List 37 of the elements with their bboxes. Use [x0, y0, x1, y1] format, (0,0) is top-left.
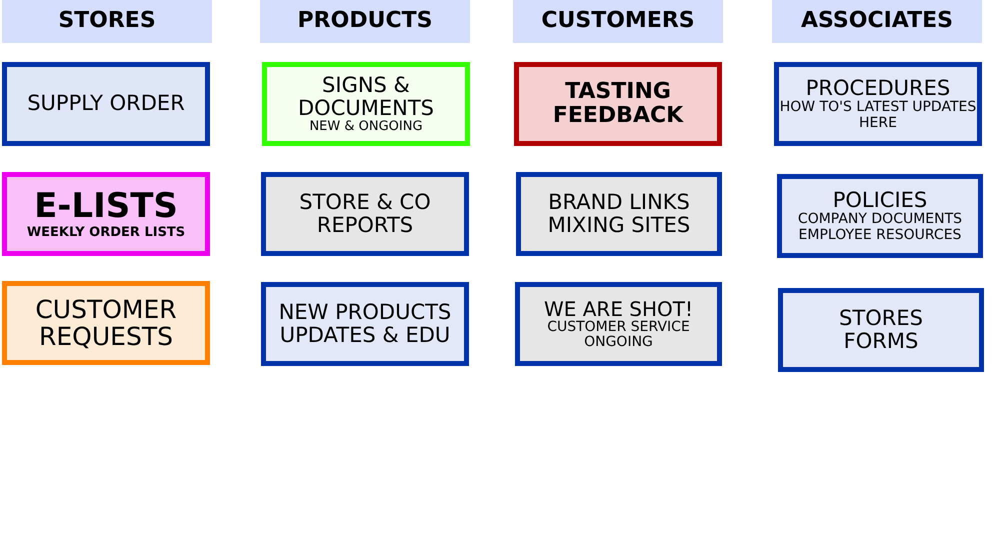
box-title: E-LISTS — [34, 188, 178, 226]
header-title: STORES — [58, 9, 156, 34]
box-title: TASTING FEEDBACK — [552, 80, 685, 128]
box-title: SUPPLY ORDER — [27, 92, 185, 116]
column-header — [772, 0, 982, 43]
box-title: PROCEDURES — [806, 77, 950, 100]
box-title: POLICIES — [832, 189, 928, 212]
box-subtitle: WEEKLY ORDER LISTS — [26, 226, 186, 240]
box-title: STORE & CO REPORTS — [298, 190, 432, 238]
box-title: WE ARE SHOT! — [544, 298, 694, 320]
column-header — [513, 0, 723, 43]
box-title: NEW PRODUCTS UPDATES & EDU — [278, 300, 452, 348]
link-box — [774, 62, 982, 146]
link-box — [262, 62, 470, 146]
link-box — [261, 172, 469, 256]
box-title: CUSTOMER REQUESTS — [34, 296, 178, 350]
box-subtitle: HOW TO'S LATEST UPDATES HERE — [779, 100, 977, 131]
box-subtitle: CUSTOMER SERVICE ONGOING — [546, 320, 691, 350]
link-box — [2, 281, 210, 365]
link-box — [2, 172, 210, 256]
link-box — [2, 62, 210, 146]
link-box — [777, 174, 983, 258]
box-subtitle: COMPANY DOCUMENTS EMPLOYEE RESOURCES — [796, 212, 964, 243]
link-box — [514, 62, 722, 146]
box-title: STORES FORMS — [838, 306, 924, 354]
header-title: PRODUCTS — [298, 9, 432, 34]
header-title: ASSOCIATES — [801, 9, 953, 34]
link-box — [515, 282, 722, 366]
link-box — [778, 288, 984, 372]
link-box — [261, 282, 469, 366]
box-title: BRAND LINKS MIXING SITES — [546, 190, 692, 238]
header-title: CUSTOMERS — [541, 9, 695, 34]
column-header — [260, 0, 470, 43]
link-box — [516, 172, 722, 256]
box-subtitle: NEW & ONGOING — [309, 120, 423, 134]
box-title: SIGNS & DOCUMENTS — [297, 74, 435, 120]
column-header — [2, 0, 212, 43]
